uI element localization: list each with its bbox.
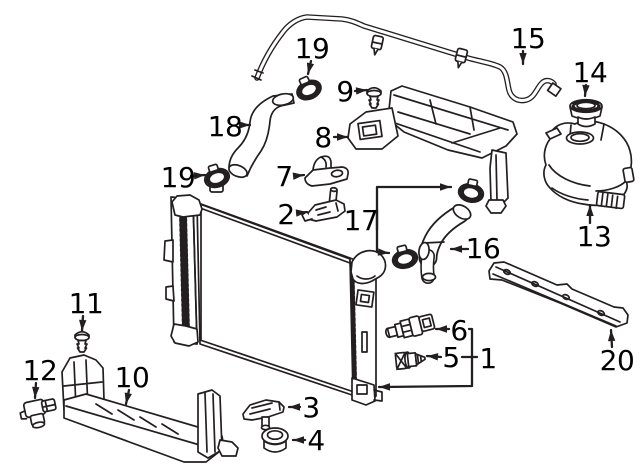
lower-hose-drawing <box>418 203 472 281</box>
parts-artwork <box>19 17 635 463</box>
callout-17: 17 <box>344 204 379 237</box>
callout-5: 5 <box>442 341 459 374</box>
arrowhead <box>292 172 304 180</box>
callout-18: 18 <box>208 110 243 143</box>
arrowhead <box>519 53 527 64</box>
grommet-drawing <box>261 427 289 453</box>
support-brace-drawing <box>488 261 629 328</box>
ambient-sensor-drawing <box>19 398 57 429</box>
callout-15: 15 <box>511 22 546 55</box>
hose-clamp-17-upper-drawing <box>455 175 488 207</box>
arrowhead <box>239 121 250 129</box>
callout-19: 19 <box>295 32 330 65</box>
callout-3: 3 <box>302 391 319 424</box>
arrowhead <box>193 172 205 180</box>
retainer-clip-11-drawing <box>74 330 90 353</box>
upper-hose-drawing <box>228 92 295 179</box>
callout-4: 4 <box>307 424 324 457</box>
upper-baffle-drawing <box>347 85 518 214</box>
arrowhead <box>586 205 594 216</box>
drain-plug-drawing <box>394 351 426 371</box>
reservoir-tank-drawing <box>543 120 635 210</box>
arrowhead <box>451 245 462 253</box>
bracket-7-drawing <box>304 155 349 187</box>
arrowhead <box>440 183 451 191</box>
retainer-clip-9-drawing <box>366 86 382 109</box>
arrowhead <box>289 403 300 411</box>
callout-1: 1 <box>479 342 496 375</box>
arrowhead <box>293 436 304 444</box>
callout-10: 10 <box>115 361 150 394</box>
callout-20: 20 <box>600 344 635 377</box>
lower-deflector-drawing <box>61 354 239 463</box>
coolant-temp-sensor-drawing <box>384 313 436 339</box>
callout-14: 14 <box>573 56 608 89</box>
leader-line <box>375 208 391 255</box>
callout-7: 7 <box>275 160 292 193</box>
callout-12: 12 <box>23 354 58 387</box>
arrowhead <box>124 392 132 404</box>
hose-clamp-17-lower-drawing <box>387 241 422 273</box>
callout-11: 11 <box>69 287 104 320</box>
hose-clamp-19-top-drawing <box>290 70 326 106</box>
arrowhead <box>436 325 447 333</box>
callout-8: 8 <box>314 121 331 154</box>
arrowhead <box>607 330 616 342</box>
arrowhead <box>337 133 348 141</box>
arrowhead <box>306 62 315 74</box>
arrowhead <box>379 383 391 391</box>
callout-9: 9 <box>336 75 353 108</box>
arrowhead <box>295 209 307 217</box>
radiator-drawing <box>163 183 387 406</box>
reservoir-cap-drawing <box>569 98 603 128</box>
callout-16: 16 <box>466 232 501 265</box>
arrowhead <box>32 386 40 398</box>
arrowhead <box>79 319 87 331</box>
arrowhead <box>355 87 367 95</box>
callout-19: 19 <box>161 161 196 194</box>
callout-13: 13 <box>577 220 612 253</box>
callout-2: 2 <box>277 198 294 231</box>
bracket-2-drawing <box>301 186 346 222</box>
callout-6: 6 <box>450 314 467 347</box>
arrowhead <box>427 353 439 361</box>
overflow-hose-drawing <box>251 17 562 101</box>
arrowhead <box>582 84 590 96</box>
arrowhead <box>377 248 389 256</box>
bracket-3-drawing <box>242 399 285 431</box>
